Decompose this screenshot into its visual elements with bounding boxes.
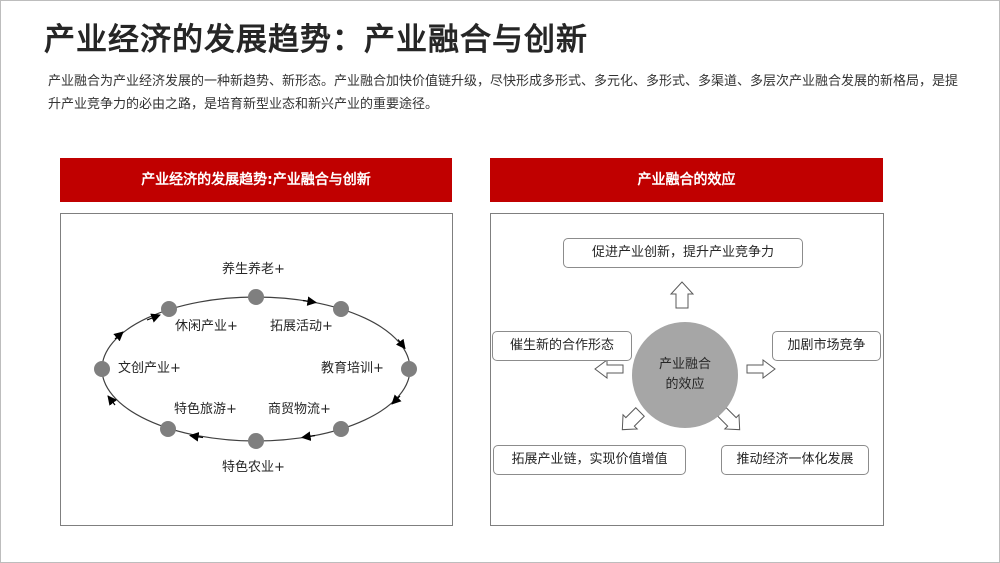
cycle-node-top: [248, 289, 264, 305]
hollow-arrow-down-right: [717, 407, 741, 431]
effect-box-bottom-right: 推动经济一体化发展: [721, 445, 869, 475]
effect-box-bottom-left: 拓展产业链，实现价值增值: [493, 445, 686, 475]
cycle-arrow-left-upper: [113, 331, 124, 342]
cycle-node-lower-left: [160, 421, 176, 437]
cycle-label-lower-left: 特色旅游+: [174, 402, 237, 417]
cycle-label-lower-right: 商贸物流+: [268, 402, 331, 417]
cycle-arrow-bottom-right: [301, 431, 316, 441]
center-circle: 产业融合 的效应: [632, 322, 738, 428]
cycle-arrow-top-left: [146, 313, 161, 323]
cycle-arrow-right-upper: [395, 338, 406, 350]
cycle-arrow-left-lower: [107, 395, 118, 406]
cycle-node-upper-right: [333, 301, 349, 317]
cycle-label-upper-right: 拓展活动+: [270, 319, 333, 334]
hollow-arrow-up: [669, 281, 695, 309]
cycle-arrow-bottom-left: [189, 432, 204, 442]
cycle-node-left: [94, 361, 110, 377]
left-panel-header: 产业经济的发展趋势:产业融合与创新: [60, 158, 452, 202]
page-title: 产业经济的发展趋势：产业融合与创新: [44, 22, 588, 58]
hollow-arrow-left: [594, 359, 624, 379]
cycle-label-left: 文创产业+: [118, 361, 181, 376]
cycle-arrow-right-lower: [391, 394, 402, 405]
cycle-arrow-top-right: [302, 296, 317, 306]
cycle-label-upper-left: 休闲产业+: [175, 319, 238, 334]
left-panel-box: [60, 213, 453, 526]
cycle-node-upper-left: [161, 301, 177, 317]
cycle-node-bottom: [248, 433, 264, 449]
effect-box-right: 加剧市场竞争: [772, 331, 881, 361]
cycle-node-lower-right: [333, 421, 349, 437]
cycle-node-right: [401, 361, 417, 377]
effect-box-top: 促进产业创新，提升产业竞争力: [563, 238, 803, 268]
cycle-label-bottom: 特色农业+: [222, 460, 285, 475]
cycle-label-right: 教育培训+: [321, 361, 384, 376]
cycle-label-top: 养生养老+: [222, 262, 285, 277]
center-label-line1: 产业融合: [658, 357, 711, 372]
effect-box-left: 催生新的合作形态: [492, 331, 632, 361]
right-panel-header: 产业融合的效应: [490, 158, 883, 202]
center-label-line2: 的效应: [665, 377, 705, 392]
intro-paragraph: 产业融合为产业经济发展的一种新趋势、新形态。产业融合加快价值链升级，尽快形成多形…: [48, 74, 959, 112]
hollow-arrow-down-left: [621, 407, 645, 431]
hollow-arrow-right: [746, 359, 776, 379]
